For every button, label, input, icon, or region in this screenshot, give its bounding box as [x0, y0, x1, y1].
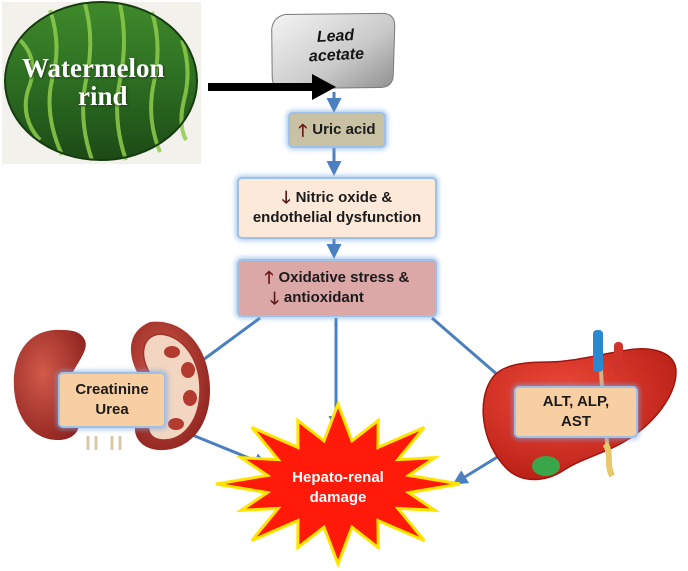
- down-arrow-icon: 🡓: [281, 188, 291, 208]
- nitric-oxide-line1: Nitric oxide &: [295, 188, 393, 206]
- up-arrow-icon: 🡑: [298, 120, 308, 140]
- outcome-line2: damage: [309, 489, 367, 507]
- up-arrow-icon: 🡑: [264, 268, 274, 288]
- liver-markers-box: ALT, ALP, AST: [514, 386, 638, 438]
- nitric-oxide-box: 🡓 Nitric oxide & endothelial dysfunction: [237, 177, 437, 239]
- kidney-markers-box: Creatinine Urea: [58, 372, 166, 428]
- oxidative-line2: antioxidant: [283, 289, 364, 306]
- kidney-marker-line2: Urea: [95, 401, 129, 418]
- watermelon-caption: Watermelon rind: [22, 54, 164, 111]
- nitric-oxide-line2: endothelial dysfunction: [252, 209, 422, 226]
- liver-marker-line2: AST: [561, 413, 591, 430]
- outcome-line1: Hepato-renal: [292, 469, 384, 486]
- watermelon-line1: Watermelon: [22, 53, 165, 83]
- black-arrow: [208, 74, 336, 100]
- outcome-label: Hepato-renal damage: [286, 468, 390, 509]
- uric-acid-label: Uric acid: [312, 120, 376, 138]
- liver-marker-line1: ALT, ALP,: [542, 392, 610, 410]
- uric-acid-box: 🡑 Uric acid: [288, 112, 386, 148]
- damage-burst: [215, 399, 461, 569]
- oxidative-line1: Oxidative stress &: [278, 268, 410, 286]
- kidney-marker-line1: Creatinine: [75, 380, 149, 398]
- watermelon-line2: rind: [78, 81, 128, 112]
- down-arrow-icon: 🡓: [270, 288, 279, 308]
- oxidative-stress-box: 🡑 Oxidative stress & 🡓 antioxidant: [237, 259, 437, 317]
- watermelon-image: [2, 1, 201, 164]
- lead-acetate-label: Lead acetate: [289, 25, 383, 68]
